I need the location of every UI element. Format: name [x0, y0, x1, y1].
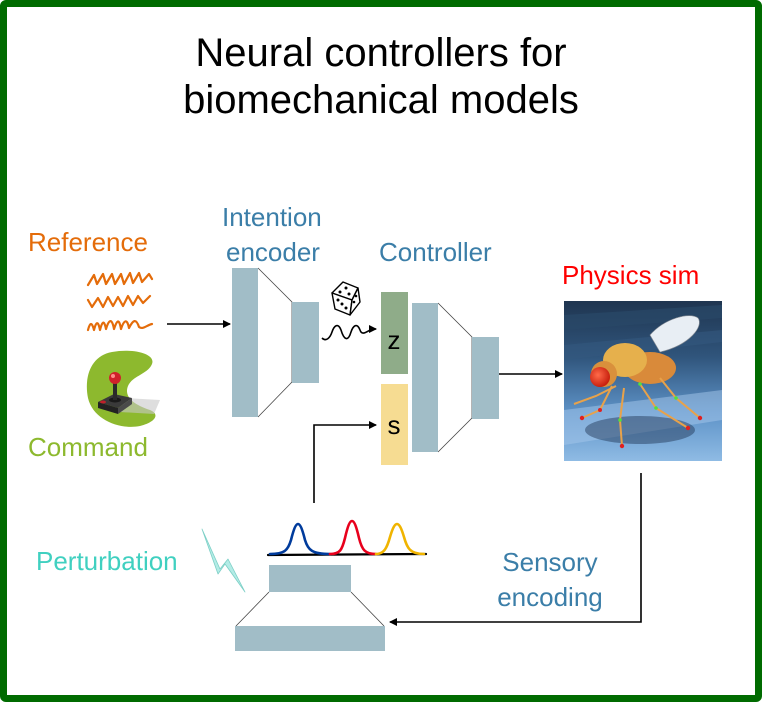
encoder-input-layer: [232, 268, 258, 417]
intention-encoder: [232, 267, 319, 418]
perturbation-label: Perturbation: [36, 546, 178, 576]
reference-waveforms-icon: [86, 271, 154, 332]
title-line-1: Neural controllers for: [195, 31, 567, 75]
latent-z-block: [381, 292, 408, 374]
fly-simulation-image: [564, 301, 722, 461]
sensory-encoder-input-layer: [235, 626, 385, 651]
title-line-2: biomechanical models: [183, 78, 579, 122]
sensory-encoder-output-layer: [269, 565, 351, 592]
controller-network: [412, 302, 499, 453]
intention-encoder-label-line-1: Intention: [222, 202, 322, 232]
joystick-icon: [86, 350, 160, 427]
state-s-block: [381, 384, 408, 465]
sensory-encoding-label-line-2: encoding: [497, 582, 603, 612]
sensory-encoder: [235, 565, 385, 651]
controller-label: Controller: [379, 237, 492, 267]
sim-to-sensory-arrow: [389, 473, 642, 626]
dice-icon: [331, 281, 361, 316]
sensory-to-state-arrow: [313, 421, 377, 503]
latent-z-label: z: [388, 325, 401, 355]
encoder-output-layer: [292, 302, 319, 383]
lightning-icon: [201, 528, 246, 593]
noise-wave-arrow: [321, 324, 377, 341]
intention-encoder-label-line-2: encoder: [226, 237, 320, 267]
command-label: Command: [28, 432, 148, 462]
controller-input-layer: [412, 303, 438, 452]
state-s-label: s: [388, 410, 401, 440]
reference-label: Reference: [28, 227, 148, 257]
diagram-title: Neural controllers for biomechanical mod…: [0, 30, 762, 124]
physics-sim-label: Physics sim: [562, 260, 700, 290]
gaussian-peaks-icon: [266, 519, 428, 557]
controller-output-layer: [472, 337, 499, 419]
sensory-encoding-label-line-1: Sensory: [502, 547, 598, 577]
